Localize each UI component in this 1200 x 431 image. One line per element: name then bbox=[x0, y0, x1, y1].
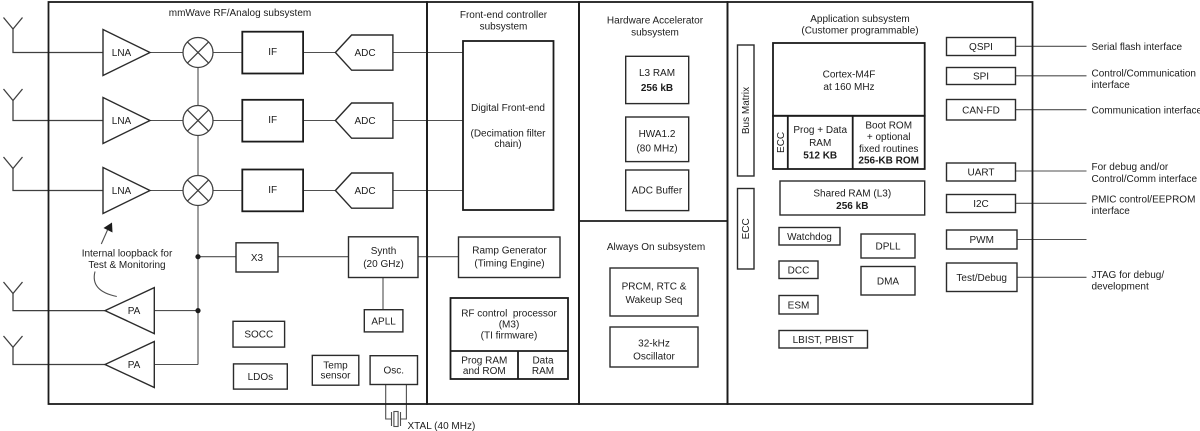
svg-text:For debug and/or: For debug and/or bbox=[1092, 162, 1169, 173]
svg-text:256 kB: 256 kB bbox=[641, 83, 673, 94]
svg-text:fixed routines: fixed routines bbox=[859, 144, 918, 155]
svg-text:and ROM: and ROM bbox=[463, 366, 506, 377]
svg-text:Control/Comm interface: Control/Comm interface bbox=[1092, 174, 1198, 185]
svg-text:RAM: RAM bbox=[809, 138, 831, 149]
svg-text:LNA: LNA bbox=[112, 48, 132, 59]
svg-text:IF: IF bbox=[268, 115, 277, 126]
svg-text:(TI firmware): (TI firmware) bbox=[481, 331, 538, 342]
svg-text:at 160 MHz: at 160 MHz bbox=[823, 82, 874, 93]
svg-text:Test/Debug: Test/Debug bbox=[956, 273, 1007, 284]
svg-text:Cortex-M4F: Cortex-M4F bbox=[823, 70, 876, 81]
svg-text:SPI: SPI bbox=[973, 71, 989, 82]
svg-text:Communication interface: Communication interface bbox=[1092, 105, 1200, 116]
svg-text:Serial flash interface: Serial flash interface bbox=[1092, 42, 1183, 53]
svg-text:SOCC: SOCC bbox=[244, 330, 273, 341]
svg-text:Application subsystem: Application subsystem bbox=[810, 14, 910, 25]
svg-text:CAN-FD: CAN-FD bbox=[962, 106, 1000, 117]
svg-text:Osc.: Osc. bbox=[384, 366, 405, 377]
svg-text:HWA1.2: HWA1.2 bbox=[639, 129, 676, 140]
svg-text:ECC: ECC bbox=[741, 218, 752, 239]
svg-text:Wakeup Seq: Wakeup Seq bbox=[626, 295, 683, 306]
svg-text:Always On subsystem: Always On subsystem bbox=[607, 242, 705, 253]
svg-text:256-KB ROM: 256-KB ROM bbox=[858, 155, 919, 166]
svg-text:Digital Front-end: Digital Front-end bbox=[471, 103, 545, 114]
svg-text:ESM: ESM bbox=[788, 300, 810, 311]
svg-text:Internal loopback for: Internal loopback for bbox=[82, 249, 173, 260]
svg-text:Oscillator: Oscillator bbox=[633, 352, 675, 363]
svg-text:sensor: sensor bbox=[320, 371, 351, 382]
svg-text:+ optional: + optional bbox=[867, 132, 911, 143]
svg-text:I2C: I2C bbox=[973, 199, 989, 210]
svg-text:Hardware Accelerator: Hardware Accelerator bbox=[607, 16, 704, 27]
svg-text:512 KB: 512 KB bbox=[803, 151, 837, 162]
svg-text:IF: IF bbox=[268, 185, 277, 196]
svg-text:subsystem: subsystem bbox=[631, 28, 679, 39]
svg-text:XTAL (40 MHz): XTAL (40 MHz) bbox=[408, 421, 476, 431]
svg-text:PMIC control/EEPROM: PMIC control/EEPROM bbox=[1092, 195, 1196, 206]
svg-text:IF: IF bbox=[268, 47, 277, 58]
svg-text:PRCM, RTC &: PRCM, RTC & bbox=[622, 282, 687, 293]
svg-text:Test & Monitoring: Test & Monitoring bbox=[88, 260, 165, 271]
svg-text:Ramp Generator: Ramp Generator bbox=[472, 246, 547, 257]
svg-text:development: development bbox=[1092, 281, 1149, 292]
svg-text:Front-end controller: Front-end controller bbox=[460, 10, 548, 21]
svg-text:Synth: Synth bbox=[371, 246, 397, 257]
svg-text:interface: interface bbox=[1092, 80, 1131, 91]
svg-text:(Customer programmable): (Customer programmable) bbox=[801, 26, 918, 37]
svg-text:(Timing Engine): (Timing Engine) bbox=[474, 259, 544, 270]
svg-text:Data: Data bbox=[532, 355, 554, 366]
svg-text:Shared RAM (L3): Shared RAM (L3) bbox=[813, 189, 891, 200]
svg-text:interface: interface bbox=[1092, 206, 1131, 217]
svg-text:mmWave RF/Analog subsystem: mmWave RF/Analog subsystem bbox=[169, 8, 311, 19]
svg-text:ADC Buffer: ADC Buffer bbox=[632, 186, 683, 197]
svg-text:LBIST, PBIST: LBIST, PBIST bbox=[793, 335, 854, 346]
svg-text:LNA: LNA bbox=[112, 116, 132, 127]
svg-text:subsystem: subsystem bbox=[480, 22, 528, 33]
svg-text:chain): chain) bbox=[494, 139, 521, 150]
svg-text:UART: UART bbox=[967, 168, 994, 179]
svg-text:Boot ROM: Boot ROM bbox=[865, 121, 912, 132]
svg-text:LDOs: LDOs bbox=[248, 372, 274, 383]
svg-text:ECC: ECC bbox=[776, 132, 787, 153]
svg-text:ADC: ADC bbox=[354, 186, 375, 197]
svg-text:ADC: ADC bbox=[354, 48, 375, 59]
svg-text:PWM: PWM bbox=[969, 235, 993, 246]
svg-text:ADC: ADC bbox=[354, 116, 375, 127]
svg-text:256 kB: 256 kB bbox=[836, 201, 868, 212]
svg-text:32-kHz: 32-kHz bbox=[638, 339, 670, 350]
svg-text:Prog RAM: Prog RAM bbox=[461, 355, 507, 366]
svg-text:RF control processor: RF control processor bbox=[461, 308, 557, 319]
svg-text:Bus Matrix: Bus Matrix bbox=[741, 87, 752, 134]
svg-text:Prog + Data: Prog + Data bbox=[793, 125, 847, 136]
svg-text:DCC: DCC bbox=[788, 266, 810, 277]
svg-text:(80 MHz): (80 MHz) bbox=[636, 144, 677, 155]
svg-text:PA: PA bbox=[128, 360, 141, 371]
svg-text:DPLL: DPLL bbox=[875, 242, 900, 253]
svg-text:RAM: RAM bbox=[532, 366, 554, 377]
svg-text:QSPI: QSPI bbox=[969, 42, 993, 53]
svg-text:PA: PA bbox=[128, 306, 141, 317]
svg-text:(20 GHz): (20 GHz) bbox=[363, 259, 404, 270]
svg-text:Control/Communication: Control/Communication bbox=[1092, 68, 1197, 79]
svg-text:(Decimation filter: (Decimation filter bbox=[470, 129, 546, 140]
svg-text:APLL: APLL bbox=[371, 316, 396, 327]
svg-text:LNA: LNA bbox=[112, 186, 132, 197]
svg-text:JTAG for debug/: JTAG for debug/ bbox=[1092, 270, 1165, 281]
svg-text:L3 RAM: L3 RAM bbox=[639, 68, 675, 79]
svg-text:(M3): (M3) bbox=[499, 320, 520, 331]
svg-text:Watchdog: Watchdog bbox=[787, 232, 832, 243]
svg-text:X3: X3 bbox=[251, 253, 264, 264]
svg-text:DMA: DMA bbox=[877, 276, 900, 287]
svg-text:Temp: Temp bbox=[323, 360, 348, 371]
